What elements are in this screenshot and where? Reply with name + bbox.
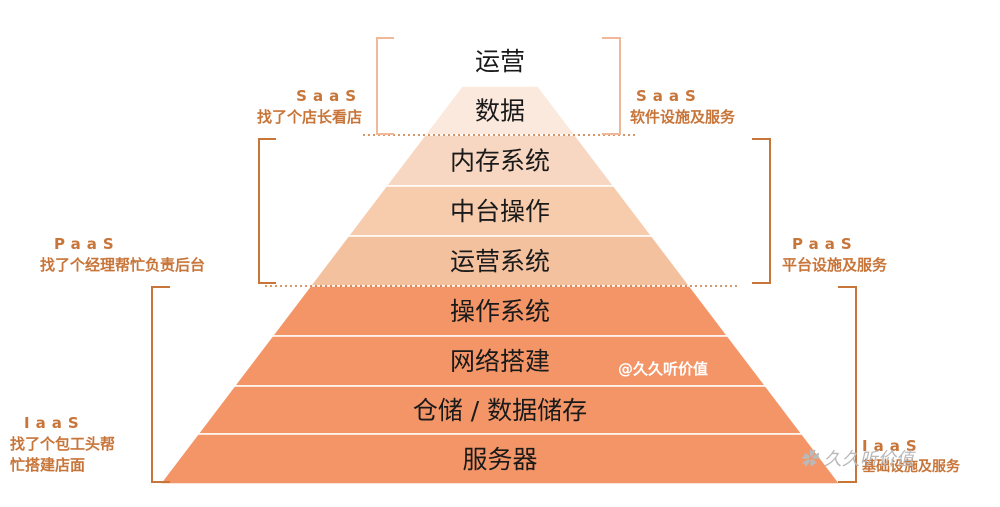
pyramid-layer-9	[158, 433, 842, 485]
iaas-right-title: IaaS	[862, 437, 923, 455]
wechat-watermark-text: 久久听价值	[823, 449, 914, 470]
paas-left-label: PaaS 找了个经理帮忙负责后台	[40, 234, 258, 276]
pyramid-layer-label-2: 数据	[475, 97, 525, 126]
saas-left-bracket	[376, 37, 394, 135]
iaas-left-title: IaaS	[24, 414, 85, 432]
iaas-left-desc-2: 忙搭建店面	[10, 456, 86, 474]
iaas-right-label: IaaS 基础设施及服务	[862, 436, 998, 478]
watermark-text: @久久听价值	[618, 360, 709, 378]
iaas-left-label: IaaS 找了个包工头帮 忙搭建店面	[10, 413, 150, 476]
wechat-logo-icon: ✿	[800, 449, 818, 470]
paas-left-bracket	[258, 138, 276, 284]
saas-right-title: SaaS	[636, 87, 702, 105]
pyramid-layer-label-3: 内存系统	[450, 147, 550, 176]
pyramid-layer-label-9: 服务器	[462, 445, 537, 474]
saas-right-desc: 软件设施及服务	[630, 108, 736, 126]
pyramid-layer-label-8: 仓储 / 数据储存	[413, 396, 587, 425]
paas-left-desc: 找了个经理帮忙负责后台	[40, 256, 206, 274]
saas-right-bracket	[602, 37, 621, 135]
iaas-right-desc: 基础设施及服务	[862, 459, 960, 475]
pyramid-layer-label-4: 中台操作	[450, 197, 550, 226]
paas-right-desc: 平台设施及服务	[782, 256, 888, 274]
saas-left-title: SaaS	[296, 87, 362, 105]
iaas-left-bracket	[151, 286, 170, 483]
paas-right-title: PaaS	[792, 235, 858, 253]
paas-left-title: PaaS	[54, 235, 120, 253]
saas-left-label: SaaS 找了个店长看店	[222, 86, 362, 128]
pyramid-layer-label-7: 网络搭建	[450, 347, 550, 376]
paas-right-bracket	[752, 138, 771, 284]
wechat-watermark: ✿ 久久听价值	[800, 445, 914, 471]
saas-left-desc: 找了个店长看店	[256, 108, 362, 126]
pyramid-layer-label-1: 运营	[475, 47, 525, 76]
paas-right-label: PaaS 平台设施及服务	[782, 234, 932, 276]
pyramid-layer-label-6: 操作系统	[450, 297, 550, 326]
iaas-left-desc-1: 找了个包工头帮	[10, 435, 116, 453]
pyramid-layer-label-5: 运营系统	[450, 247, 550, 276]
saas-right-label: SaaS 软件设施及服务	[630, 86, 780, 128]
iaas-right-bracket	[838, 286, 857, 483]
